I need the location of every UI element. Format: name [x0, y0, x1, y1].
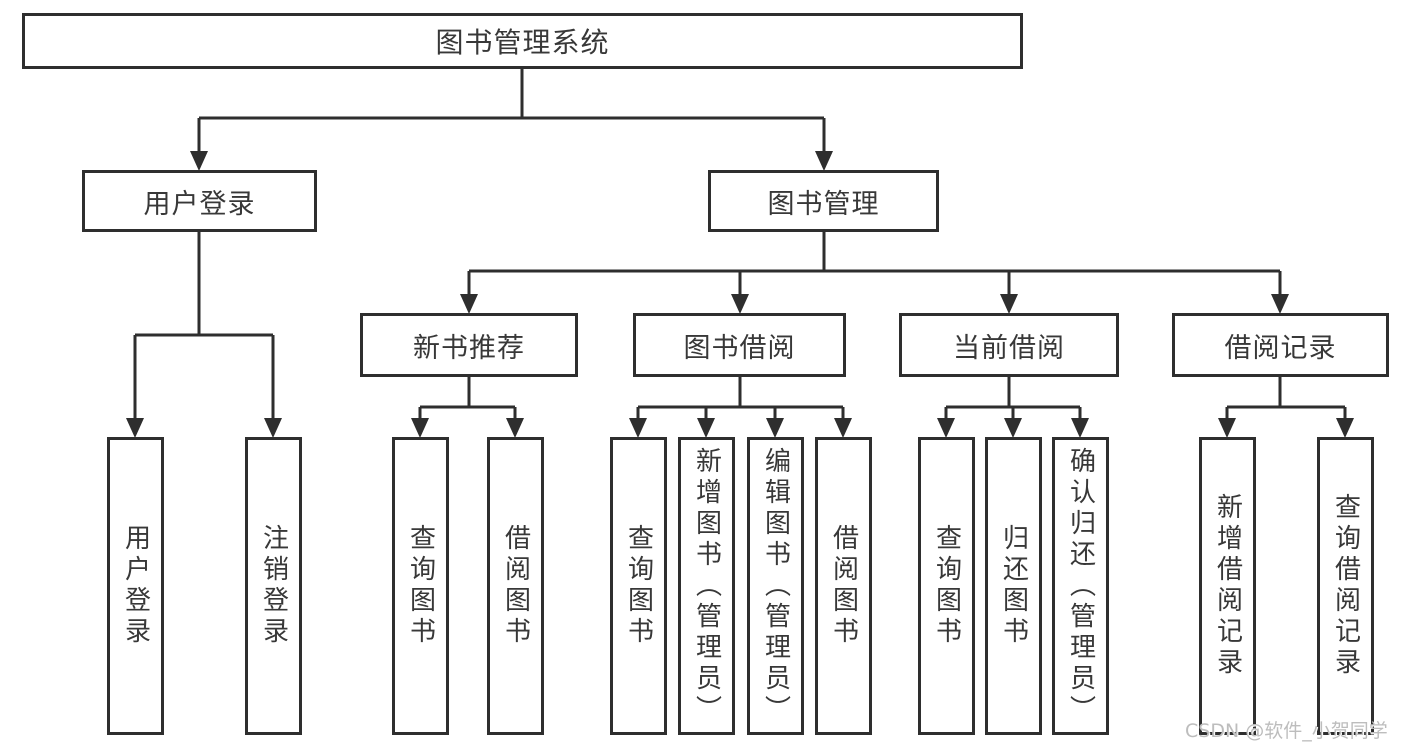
leaf-query-books-3: 查询图书: [918, 437, 975, 735]
leaf-user-login-label: 用户登录: [120, 524, 151, 648]
leaf-query-books-2-label: 查询图书: [623, 524, 654, 648]
node-new-book-recommend: 新书推荐: [360, 313, 578, 377]
node-book-management: 图书管理: [708, 170, 939, 232]
leaf-logout: 注销登录: [245, 437, 302, 735]
leaf-edit-book-admin: 编辑图书（管理员）: [747, 437, 804, 735]
arrow-heads: [126, 151, 1354, 438]
leaf-edit-book-admin-label: 编辑图书（管理员）: [760, 446, 791, 726]
leaf-query-books-1-label: 查询图书: [405, 524, 436, 648]
leaf-confirm-return-admin-label: 确认归还（管理员）: [1065, 446, 1096, 726]
leaf-query-books-2: 查询图书: [610, 437, 667, 735]
leaf-return-books: 归还图书: [985, 437, 1042, 735]
leaf-return-books-label: 归还图书: [998, 524, 1029, 648]
leaf-query-books-1: 查询图书: [392, 437, 449, 735]
leaf-borrow-books-2: 借阅图书: [815, 437, 872, 735]
node-book-management-label: 图书管理: [767, 188, 880, 220]
node-user-login: 用户登录: [82, 170, 317, 232]
leaf-logout-label: 注销登录: [258, 524, 289, 648]
leaf-add-borrow-record: 新增借阅记录: [1199, 437, 1256, 735]
leaf-query-books-3-label: 查询图书: [931, 524, 962, 648]
leaf-add-book-admin-label: 新增图书（管理员）: [691, 446, 722, 726]
leaf-add-borrow-record-label: 新增借阅记录: [1212, 493, 1243, 679]
csdn-watermark: CSDN @软件_小贺同学: [1185, 720, 1388, 742]
tree-edges: [133, 69, 1347, 420]
leaf-query-borrow-record-label: 查询借阅记录: [1330, 493, 1361, 679]
leaf-user-login: 用户登录: [107, 437, 164, 735]
node-borrow-records: 借阅记录: [1172, 313, 1389, 377]
leaf-borrow-books-1: 借阅图书: [487, 437, 544, 735]
leaf-add-book-admin: 新增图书（管理员）: [678, 437, 735, 735]
node-new-book-recommend-label: 新书推荐: [413, 332, 525, 364]
node-book-borrow: 图书借阅: [633, 313, 846, 377]
node-borrow-records-label: 借阅记录: [1224, 332, 1337, 364]
node-current-borrow-label: 当前借阅: [953, 332, 1065, 364]
leaf-borrow-books-2-label: 借阅图书: [828, 524, 859, 648]
node-root: 图书管理系统: [22, 13, 1023, 69]
node-user-login-label: 用户登录: [143, 188, 256, 220]
leaf-confirm-return-admin: 确认归还（管理员）: [1052, 437, 1109, 735]
node-current-borrow: 当前借阅: [899, 313, 1119, 377]
leaf-query-borrow-record: 查询借阅记录: [1317, 437, 1374, 735]
leaf-borrow-books-1-label: 借阅图书: [500, 524, 531, 648]
node-root-label: 图书管理系统: [435, 26, 610, 59]
node-book-borrow-label: 图书借阅: [683, 332, 796, 364]
